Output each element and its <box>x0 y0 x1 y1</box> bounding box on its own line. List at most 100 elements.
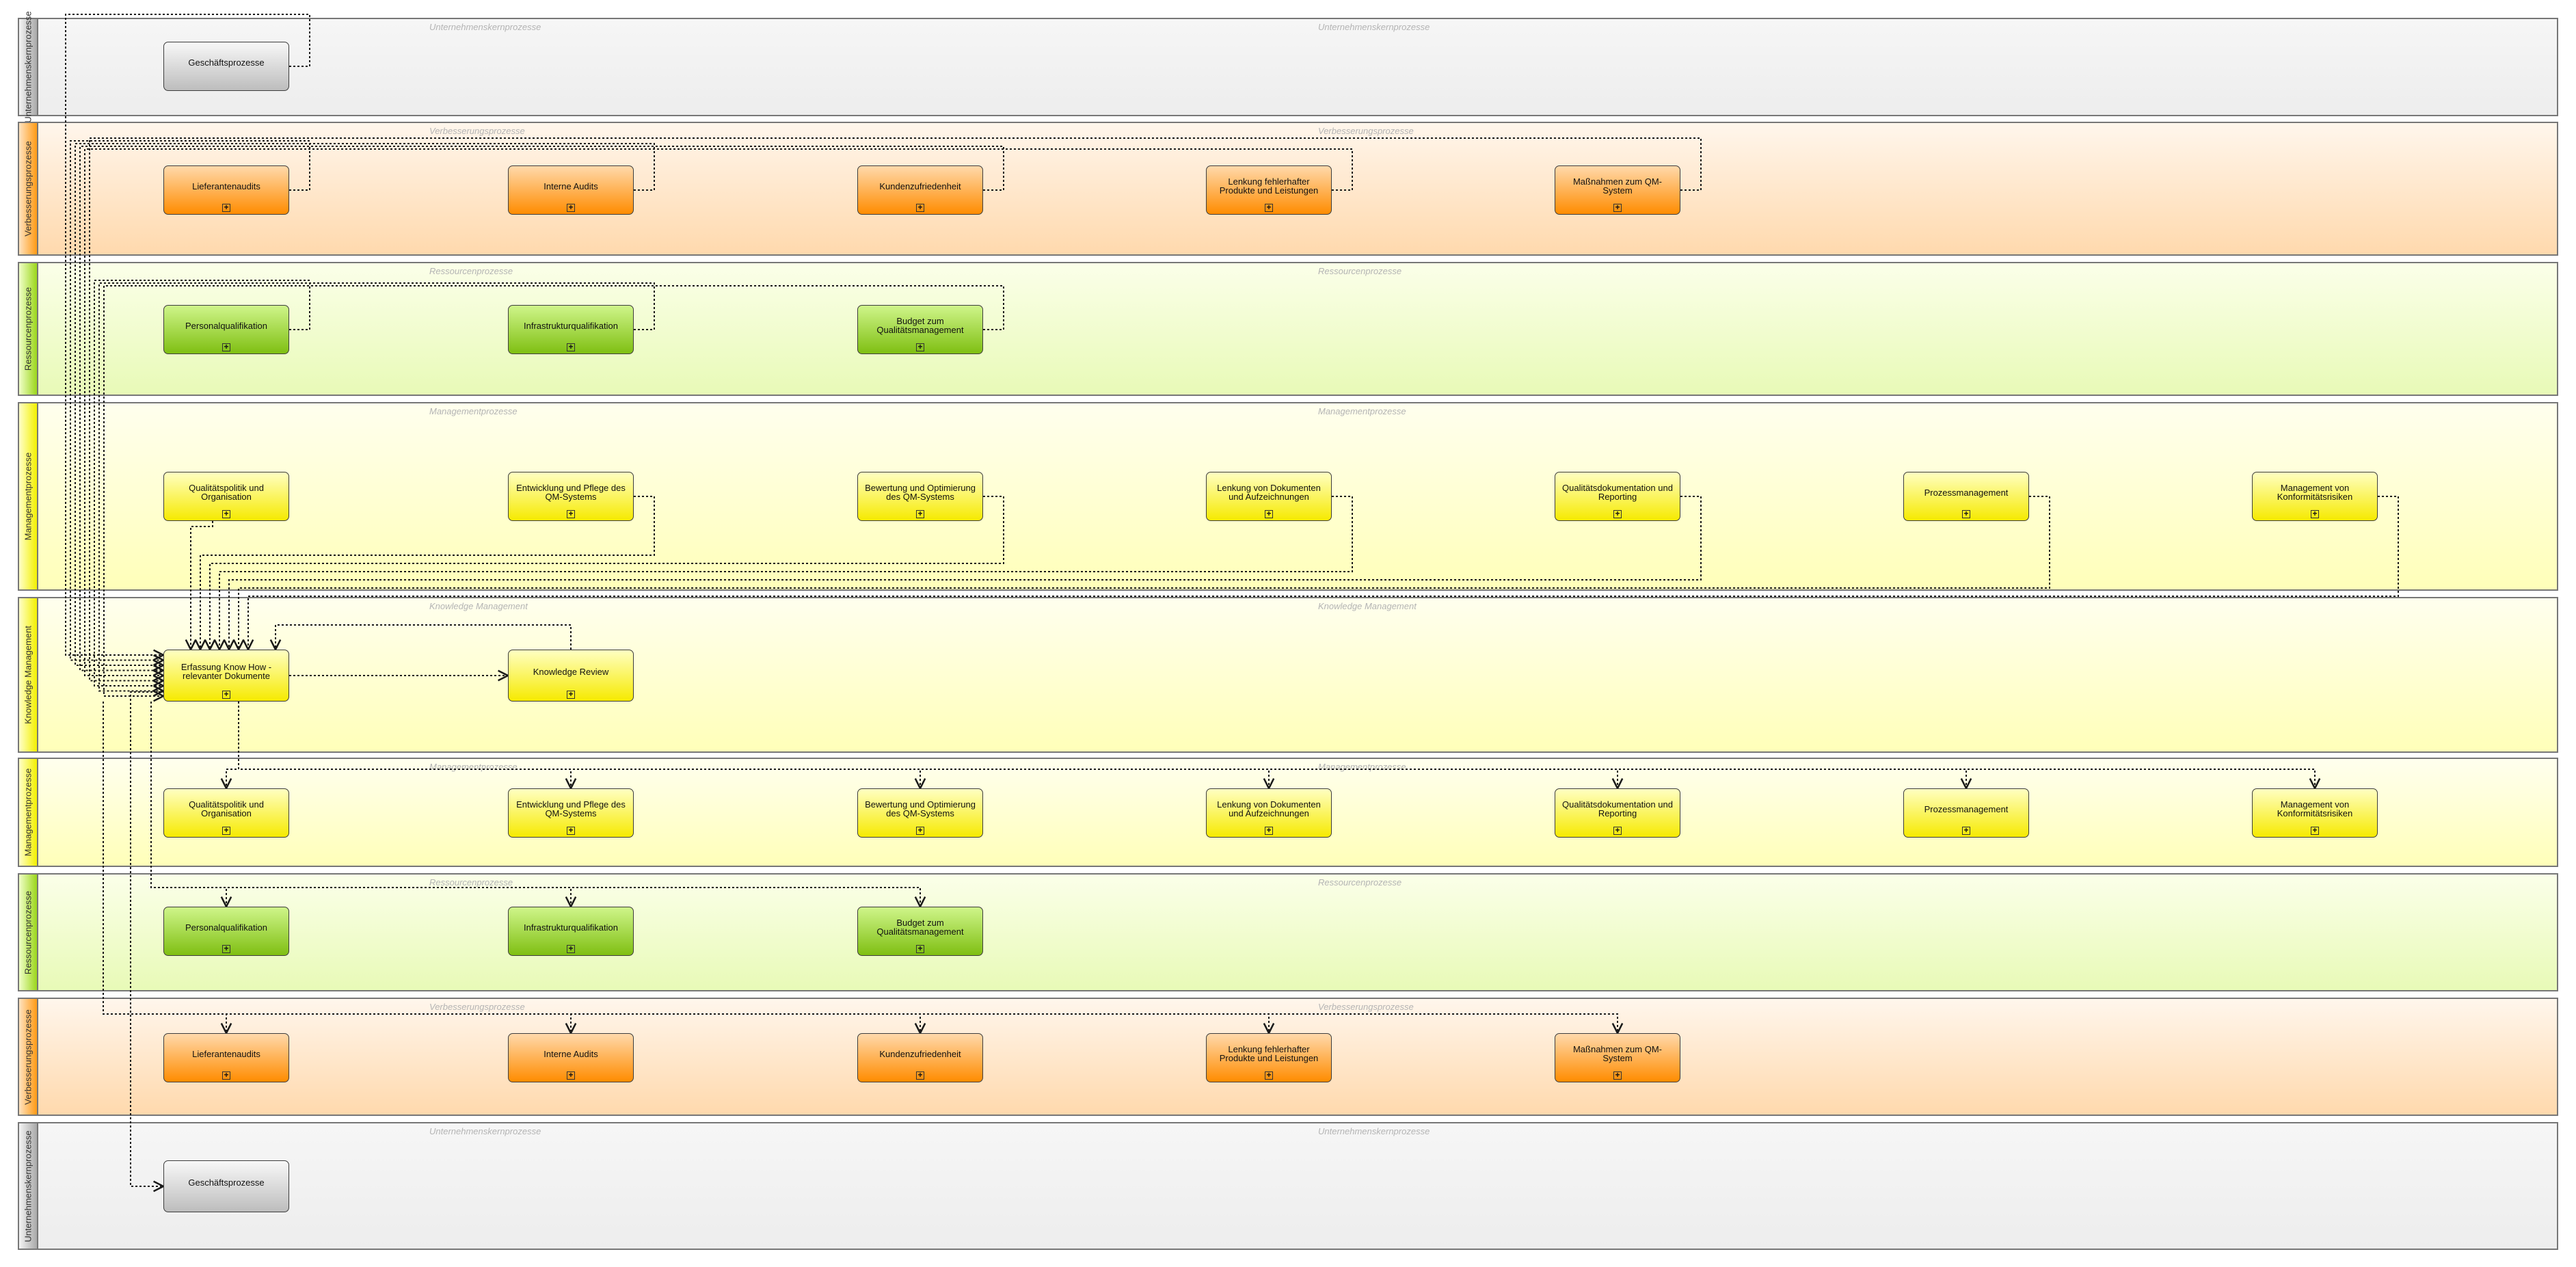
expand-icon[interactable]: + <box>567 944 575 953</box>
task-infrastrukturqualifikation[interactable]: Infrastrukturqualifikation+ <box>508 305 634 354</box>
task-qualitaetspolitik[interactable]: Qualitätspolitik und Organisation+ <box>163 472 289 521</box>
task-label: Lenkung von Dokumenten und Aufzeichnunge… <box>1217 483 1321 502</box>
expand-icon[interactable]: + <box>916 826 924 835</box>
expand-icon[interactable]: + <box>222 1071 230 1080</box>
expand-icon[interactable]: + <box>567 1071 575 1080</box>
expand-icon[interactable]: + <box>1265 509 1273 518</box>
task-lieferantenaudits[interactable]: Lieferantenaudits + <box>163 1033 289 1082</box>
task-entwicklung-qm-system[interactable]: Entwicklung und Pflege des QM-Systems+ <box>508 472 634 521</box>
expand-icon[interactable]: + <box>1962 826 1970 835</box>
expand-icon[interactable]: + <box>567 509 575 518</box>
expand-icon[interactable]: + <box>916 343 924 351</box>
task-label: Lenkung fehlerhafter Produkte und Leistu… <box>1219 176 1319 196</box>
lane-header[interactable]: Unternehmenskernprozesse <box>19 11 38 123</box>
lane-title: Knowledge Management <box>23 626 33 724</box>
expand-icon[interactable]: + <box>1613 203 1622 212</box>
expand-icon[interactable]: + <box>567 343 575 351</box>
expand-icon[interactable]: + <box>567 203 575 212</box>
lane-title: Verbesserungsprozesse <box>23 141 33 237</box>
task-geschaeftsprozesse[interactable]: Geschäftsprozesse <box>163 1160 289 1212</box>
task-qualitaetsdokumentation[interactable]: Qualitätsdokumentation und Reporting+ <box>1555 472 1680 521</box>
expand-icon[interactable]: + <box>1613 509 1622 518</box>
lane-tag: Managementprozesse <box>1318 762 1406 772</box>
task-konformitaetsrisiken[interactable]: Management von Konformitätsrisiken+ <box>2252 788 2378 838</box>
lane-ressourcenprozesse-top: Ressourcenprozesse Ressourcenprozesse Re… <box>18 262 2558 396</box>
lane-header[interactable]: Unternehmenskernprozesse <box>19 1123 38 1249</box>
task-label: Geschäftsprozesse <box>188 1177 265 1188</box>
expand-icon[interactable]: + <box>1613 1071 1622 1080</box>
task-geschaeftsprozesse[interactable]: Geschäftsprozesse <box>163 42 289 91</box>
task-erfassung-know-how[interactable]: Erfassung Know How - relevanter Dokument… <box>163 650 289 702</box>
task-lenkung-dokumente[interactable]: Lenkung von Dokumenten und Aufzeichnunge… <box>1206 472 1332 521</box>
task-label: Knowledge Review <box>533 666 609 677</box>
task-budget-qualitaetsmanagement[interactable]: Budget zum Qualitätsmanagement+ <box>857 305 983 354</box>
lane-tag: Unternehmenskernprozesse <box>1318 1126 1430 1136</box>
lane-header[interactable]: Verbesserungsprozesse <box>19 999 38 1115</box>
task-massnahmen-qm-system[interactable]: Maßnahmen zum QM-System + <box>1555 1033 1680 1082</box>
task-personalqualifikation[interactable]: Personalqualifikation + <box>163 907 289 956</box>
task-qualitaetsdokumentation[interactable]: Qualitätsdokumentation und Reporting+ <box>1555 788 1680 838</box>
lane-tag: Verbesserungsprozesse <box>429 126 525 136</box>
expand-icon[interactable]: + <box>2311 509 2319 518</box>
expand-icon[interactable]: + <box>916 203 924 212</box>
expand-icon[interactable]: + <box>1613 826 1622 835</box>
task-label: Personalqualifikation <box>185 320 267 331</box>
task-label: Lieferantenaudits <box>192 181 260 191</box>
task-infrastrukturqualifikation[interactable]: Infrastrukturqualifikation+ <box>508 907 634 956</box>
lane-tag: Managementprozesse <box>429 406 518 416</box>
task-knowledge-review[interactable]: Knowledge Review + <box>508 650 634 702</box>
task-label: Kundenzufriedenheit <box>879 181 961 191</box>
lane-header[interactable]: Knowledge Management <box>19 598 38 751</box>
expand-icon[interactable]: + <box>916 944 924 953</box>
expand-icon[interactable]: + <box>222 690 230 699</box>
task-lieferantenaudits[interactable]: Lieferantenaudits + <box>163 165 289 215</box>
task-label: Personalqualifikation <box>185 922 267 933</box>
lane-header[interactable]: Managementprozesse <box>19 759 38 866</box>
lane-ressourcenprozesse-bottom: Ressourcenprozesse Ressourcenprozesse Re… <box>18 873 2558 991</box>
lane-header[interactable]: Ressourcenprozesse <box>19 263 38 395</box>
task-kundenzufriedenheit[interactable]: Kundenzufriedenheit + <box>857 165 983 215</box>
task-konformitaetsrisiken[interactable]: Management von Konformitätsrisiken + <box>2252 472 2378 521</box>
lane-header[interactable]: Managementprozesse <box>19 403 38 589</box>
expand-icon[interactable]: + <box>916 1071 924 1080</box>
expand-icon[interactable]: + <box>916 509 924 518</box>
task-label: Budget zum Qualitätsmanagement <box>876 918 964 937</box>
task-lenkung-fehlerhafter-produkte[interactable]: Lenkung fehlerhafter Produkte und Leistu… <box>1206 1033 1332 1082</box>
lane-tag: Unternehmenskernprozesse <box>429 22 541 32</box>
task-bewertung-qm-system[interactable]: Bewertung und Optimierung des QM-Systems… <box>857 472 983 521</box>
task-entwicklung-qm-system[interactable]: Entwicklung und Pflege des QM-Systems+ <box>508 788 634 838</box>
task-prozessmanagement[interactable]: Prozessmanagement+ <box>1903 788 2029 838</box>
expand-icon[interactable]: + <box>1265 203 1273 212</box>
expand-icon[interactable]: + <box>222 944 230 953</box>
task-interne-audits[interactable]: Interne Audits+ <box>508 1033 634 1082</box>
expand-icon[interactable]: + <box>222 343 230 351</box>
lane-header[interactable]: Verbesserungsprozesse <box>19 123 38 254</box>
lane-header[interactable]: Ressourcenprozesse <box>19 875 38 990</box>
task-kundenzufriedenheit[interactable]: Kundenzufriedenheit+ <box>857 1033 983 1082</box>
task-interne-audits[interactable]: Interne Audits+ <box>508 165 634 215</box>
expand-icon[interactable]: + <box>567 690 575 699</box>
task-bewertung-qm-system[interactable]: Bewertung und Optimierung des QM-Systems… <box>857 788 983 838</box>
expand-icon[interactable]: + <box>222 826 230 835</box>
task-label: Maßnahmen zum QM-System <box>1572 1044 1663 1063</box>
task-massnahmen-qm-system[interactable]: Maßnahmen zum QM-System+ <box>1555 165 1680 215</box>
task-lenkung-fehlerhafter-produkte[interactable]: Lenkung fehlerhafter Produkte und Leistu… <box>1206 165 1332 215</box>
lane-tag: Verbesserungsprozesse <box>429 1002 525 1012</box>
lane-title: Managementprozesse <box>23 768 33 857</box>
task-label: Lieferantenaudits <box>192 1048 260 1059</box>
expand-icon[interactable]: + <box>567 826 575 835</box>
task-label: Management von Konformitätsrisiken <box>2277 483 2353 502</box>
lane-tag: Managementprozesse <box>429 762 518 772</box>
expand-icon[interactable]: + <box>1265 826 1273 835</box>
task-budget-qualitaetsmanagement[interactable]: Budget zum Qualitätsmanagement + <box>857 907 983 956</box>
task-personalqualifikation[interactable]: Personalqualifikation + <box>163 305 289 354</box>
expand-icon[interactable]: + <box>222 509 230 518</box>
task-qualitaetspolitik[interactable]: Qualitätspolitik und Organisation+ <box>163 788 289 838</box>
lane-tag: Verbesserungsprozesse <box>1318 1002 1414 1012</box>
task-lenkung-dokumente[interactable]: Lenkung von Dokumenten und Aufzeichnunge… <box>1206 788 1332 838</box>
expand-icon[interactable]: + <box>2311 826 2319 835</box>
task-prozessmanagement[interactable]: Prozessmanagement+ <box>1903 472 2029 521</box>
expand-icon[interactable]: + <box>1962 509 1970 518</box>
expand-icon[interactable]: + <box>1265 1071 1273 1080</box>
expand-icon[interactable]: + <box>222 203 230 212</box>
